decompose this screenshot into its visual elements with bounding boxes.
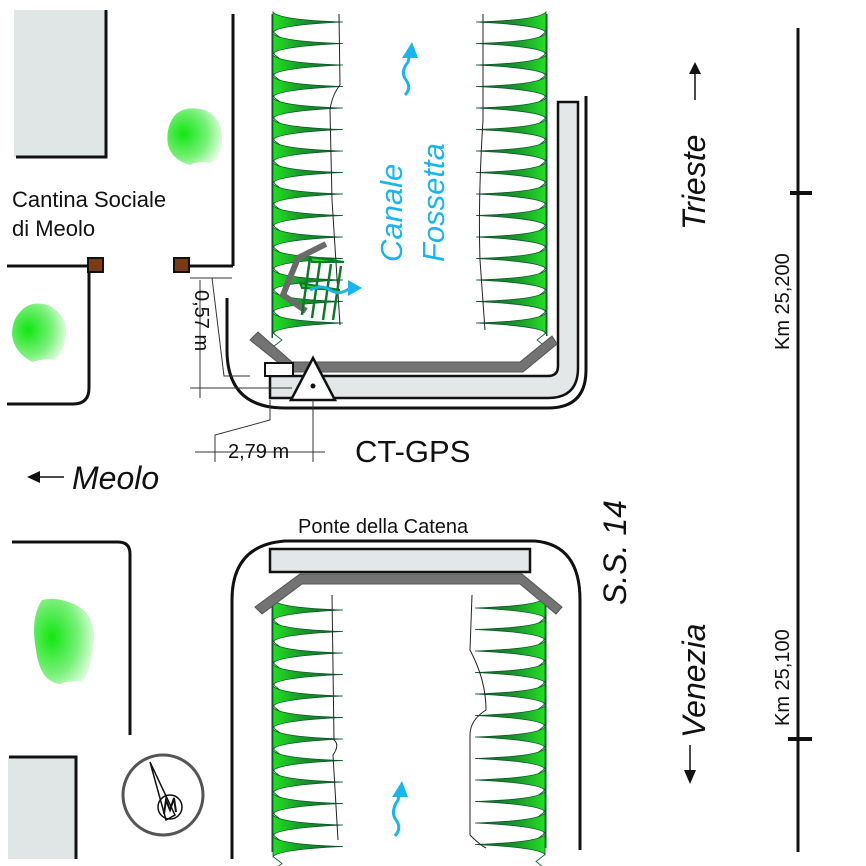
tree-icon bbox=[34, 598, 95, 684]
reed-spike bbox=[474, 704, 546, 727]
reed-spike bbox=[474, 618, 546, 641]
water-flow-arrow-icon bbox=[392, 781, 408, 797]
road-label: S.S. 14 bbox=[597, 500, 633, 605]
property-lines bbox=[7, 14, 800, 859]
reed-spike bbox=[272, 10, 344, 34]
reed-spike bbox=[474, 833, 546, 856]
offset-horizontal-label: 2,79 m bbox=[228, 441, 289, 463]
reed-spike bbox=[475, 53, 547, 77]
water-flow-arrow-icon bbox=[402, 42, 418, 58]
direction-venezia: Venezia bbox=[676, 624, 712, 784]
reed-spike bbox=[474, 639, 546, 663]
meolo-label: Meolo bbox=[72, 460, 159, 496]
reed-spike bbox=[475, 247, 547, 270]
reed-spike bbox=[475, 118, 547, 141]
reed-spike bbox=[272, 182, 344, 206]
station-title: CT-GPS bbox=[355, 434, 470, 469]
canal-vegetation bbox=[271, 10, 548, 866]
reed-spike bbox=[272, 204, 344, 227]
reed-spike bbox=[474, 725, 546, 749]
reed-spike bbox=[272, 835, 344, 858]
cantina-label-line1: Cantina Sociale bbox=[12, 187, 166, 212]
reed-spike bbox=[272, 139, 344, 163]
direction-trieste: Trieste bbox=[676, 62, 712, 230]
arrow-left-icon bbox=[27, 471, 40, 483]
compass-icon bbox=[121, 753, 205, 837]
reed-spike bbox=[272, 641, 344, 665]
water-flow-arrow-icon bbox=[348, 280, 362, 296]
road-bend-structure bbox=[249, 100, 580, 400]
reed-spike bbox=[272, 96, 344, 120]
reed-spike bbox=[475, 161, 547, 184]
offset-vertical-label: 0,57 m bbox=[190, 290, 212, 351]
reed-spike bbox=[474, 811, 546, 835]
cantina-label-line2: di Meolo bbox=[12, 216, 95, 241]
measurement-lines bbox=[190, 277, 325, 462]
tree-icon bbox=[12, 303, 66, 362]
water-flow-arrow-icon bbox=[309, 53, 412, 837]
venezia-label: Venezia bbox=[676, 624, 712, 738]
reed-spike bbox=[272, 161, 344, 184]
tree-icon bbox=[167, 108, 222, 165]
km-marker-label: Km 25,200 bbox=[772, 253, 794, 350]
reed-spike bbox=[475, 311, 547, 335]
km-marker-label: Km 25,100 bbox=[772, 629, 794, 726]
reed-spike bbox=[272, 749, 344, 772]
building-top-left bbox=[14, 10, 108, 159]
bridge-label: Ponte della Catena bbox=[298, 516, 469, 538]
reed-spike bbox=[272, 247, 344, 270]
arrow-down-icon bbox=[684, 770, 696, 784]
reed-spike bbox=[272, 311, 344, 335]
reed-spike bbox=[272, 792, 344, 815]
reed-spike bbox=[474, 682, 546, 706]
canal-name-line1: Canale bbox=[374, 164, 409, 262]
reed-spike bbox=[474, 661, 546, 684]
trieste-label: Trieste bbox=[676, 135, 712, 230]
reed-spike bbox=[272, 53, 344, 77]
reed-spike bbox=[272, 770, 344, 794]
reed-spike bbox=[272, 118, 344, 141]
reed-spike bbox=[272, 75, 344, 98]
canal-name-line2: Fossetta bbox=[416, 143, 451, 262]
reed-spike bbox=[272, 727, 344, 751]
bridge-ponte-della-catena bbox=[254, 547, 563, 615]
reed-spike bbox=[474, 596, 546, 620]
reed-spike bbox=[475, 225, 547, 249]
reed-spike bbox=[272, 813, 344, 837]
reed-spike bbox=[475, 32, 547, 55]
gate-pillar-left bbox=[87, 257, 104, 273]
canal-banks bbox=[329, 13, 487, 849]
reed-spike bbox=[475, 96, 547, 120]
reed-spike bbox=[475, 10, 547, 34]
reed-spike bbox=[272, 32, 344, 55]
reed-spike bbox=[474, 747, 546, 770]
reed-spike bbox=[475, 182, 547, 206]
reed-spike bbox=[475, 75, 547, 98]
reed-spike bbox=[272, 706, 344, 729]
reed-spike bbox=[272, 620, 344, 643]
reed-spike bbox=[272, 225, 344, 249]
direction-meolo: Meolo bbox=[27, 460, 159, 496]
reed-spike bbox=[475, 290, 547, 313]
reed-spike bbox=[474, 790, 546, 813]
reed-spike bbox=[475, 268, 547, 292]
building-bottom-left bbox=[8, 755, 78, 859]
reed-spike bbox=[475, 139, 547, 163]
reed-spike bbox=[272, 598, 344, 622]
reed-spike bbox=[475, 204, 547, 227]
reed-spike bbox=[474, 768, 546, 792]
reed-spike bbox=[272, 663, 344, 686]
reed-spike bbox=[272, 684, 344, 708]
arrow-up-icon bbox=[689, 62, 701, 74]
gate-pillar-right bbox=[173, 257, 190, 273]
